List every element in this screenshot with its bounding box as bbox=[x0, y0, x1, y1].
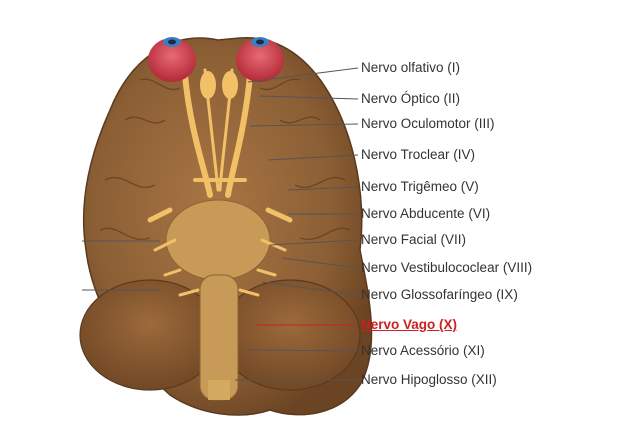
label-nervo-olfativo: Nervo olfativo (I) bbox=[361, 60, 461, 75]
cerebellum-right bbox=[219, 279, 361, 391]
label-nervo-optico: Nervo Óptico (II) bbox=[361, 91, 461, 106]
label-nervo-acessorio: Nervo Acessório (XI) bbox=[361, 343, 485, 358]
label-nervo-facial: Nervo Facial (VII) bbox=[361, 232, 467, 247]
cerebellum-left bbox=[79, 279, 221, 391]
eye-left-icon bbox=[148, 37, 196, 82]
pons bbox=[165, 199, 271, 281]
label-nervo-trigemeo: Nervo Trigêmeo (V) bbox=[361, 179, 479, 194]
olfactory-bulb-right bbox=[222, 71, 238, 99]
label-nervo-vestibulococlear: Nervo Vestibulococlear (VIII) bbox=[361, 260, 533, 275]
spinal-cord bbox=[208, 380, 230, 400]
label-nervo-vago[interactable]: Nervo Vago (X) bbox=[361, 317, 458, 332]
leader-lines bbox=[82, 67, 359, 381]
nerves bbox=[147, 68, 293, 297]
label-nervo-troclear: Nervo Troclear (IV) bbox=[361, 147, 476, 162]
olfactory-bulb-left bbox=[200, 71, 216, 99]
label-nervo-oculomotor: Nervo Oculomotor (III) bbox=[361, 116, 495, 131]
label-nervo-hipoglosso: Nervo Hipoglosso (XII) bbox=[361, 372, 497, 387]
label-nervo-glossofaringeo: Nervo Glossofaríngeo (IX) bbox=[361, 287, 518, 302]
eye-right-icon bbox=[236, 37, 284, 82]
label-nervo-abducente: Nervo Abducente (VI) bbox=[361, 206, 491, 221]
